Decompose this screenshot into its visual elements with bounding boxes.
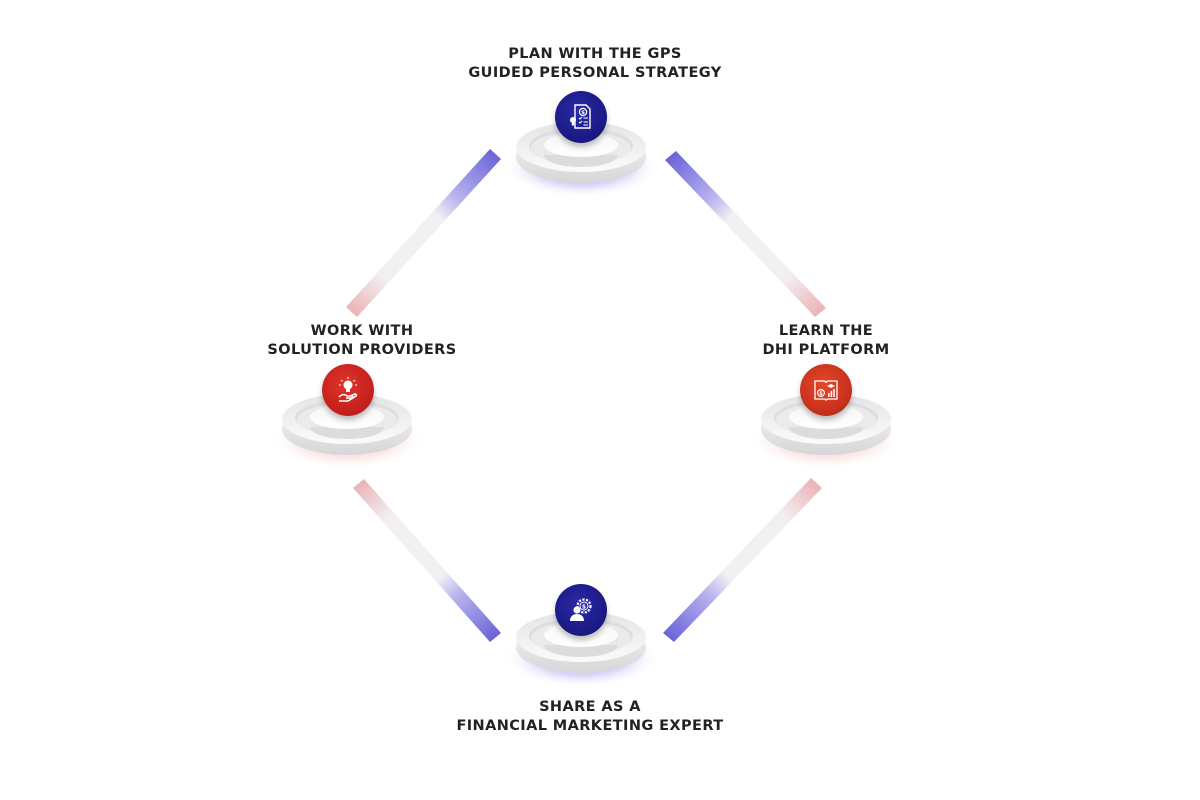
node-label-plan: PLAN WITH THE GPS GUIDED PERSONAL STRATE… <box>468 45 721 83</box>
share-node-badge: $ <box>555 584 607 636</box>
connector-learn-to-share <box>663 478 822 642</box>
finance-expert-gear-icon: $ <box>570 598 592 621</box>
node-label-plan-line-2: GUIDED PERSONAL STRATEGY <box>468 65 722 81</box>
education-finance-book-icon: $ <box>814 380 838 401</box>
node-label-work-line-1: WORK WITH <box>310 323 414 339</box>
connector-plan-to-work <box>346 149 501 317</box>
svg-text:$: $ <box>581 110 585 116</box>
idea-hand-lightbulb-icon <box>338 377 358 402</box>
node-label-share-line-1: SHARE AS A <box>539 699 641 715</box>
node-label-plan-line-1: PLAN WITH THE GPS <box>508 46 682 62</box>
financial-plan-document-icon: $ <box>570 104 591 129</box>
svg-text:$: $ <box>819 391 823 397</box>
node-label-work-line-2: SOLUTION PROVIDERS <box>267 342 457 358</box>
node-label-share-line-2: FINANCIAL MARKETING EXPERT <box>456 718 724 734</box>
learn-node-badge: $ <box>800 364 852 416</box>
plan-node-badge: $ <box>555 91 607 143</box>
node-label-share: SHARE AS A FINANCIAL MARKETING EXPERT <box>456 698 723 736</box>
connector-work-to-share <box>353 479 501 642</box>
node-label-work: WORK WITH SOLUTION PROVIDERS <box>267 322 456 360</box>
svg-text:$: $ <box>582 603 586 610</box>
work-node-badge <box>322 364 374 416</box>
node-label-learn-line-1: LEARN THE <box>778 323 874 339</box>
connector-plan-to-learn <box>665 151 826 317</box>
node-label-learn-line-2: DHI PLATFORM <box>762 342 890 358</box>
node-label-learn: LEARN THE DHI PLATFORM <box>762 322 889 360</box>
